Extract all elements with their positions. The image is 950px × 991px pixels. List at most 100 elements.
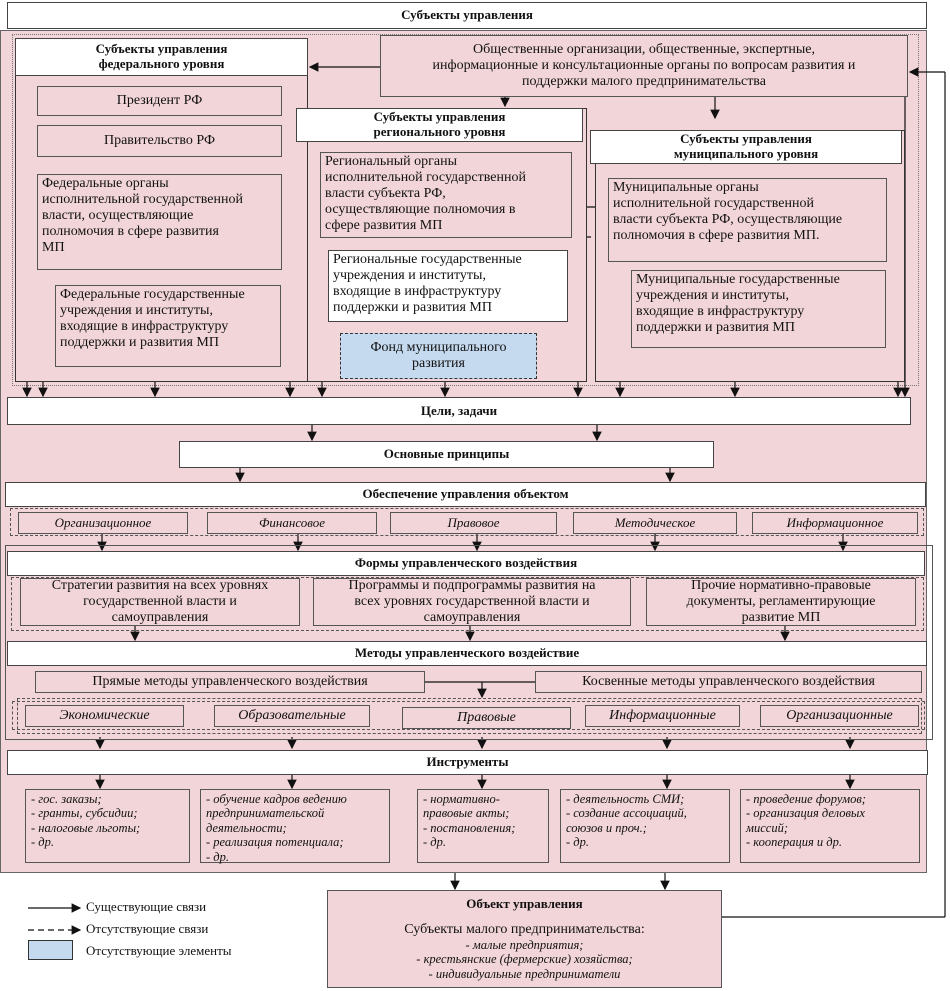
forms-methods-frame — [5, 545, 933, 740]
federal-organs-box: Федеральные органы исполнительной госуда… — [37, 174, 282, 270]
public-orgs-line: поддержки малого предпринимательства — [522, 74, 766, 90]
tool-item: - постановления; — [423, 820, 516, 835]
federal-title-line: федерального уровня — [98, 56, 225, 71]
legend-missing-swatch — [28, 940, 73, 960]
municipal-title-line: муниципального уровня — [673, 146, 819, 161]
municipal-institutions-line: Муниципальные государственные — [636, 272, 840, 287]
municipal-organs-box: Муниципальные органы исполнительной госу… — [608, 178, 887, 262]
support-item-organizational: Организационное — [18, 512, 188, 534]
tool-item: - др. — [566, 835, 589, 850]
municipal-institutions-box: Муниципальные государственные учреждения… — [631, 270, 886, 348]
tools-list-educational: - обучение кадров ведению предпринимател… — [200, 789, 390, 864]
methods-dashed-frame — [17, 698, 922, 734]
tool-item: - др. — [206, 849, 229, 864]
method-organizational: Организационные — [760, 705, 919, 727]
federal-organs-line: полномочия в сфере развития — [42, 224, 219, 240]
support-item-methodical: Методическое — [573, 512, 737, 534]
indirect-methods-box: Косвенные методы управленческого воздейс… — [535, 671, 922, 693]
support-item-informational: Информационное — [752, 512, 918, 534]
federal-organs-line: исполнительной государственной — [42, 192, 243, 208]
regional-organs-line: сфере развития МП — [325, 218, 443, 234]
form-documents-box: Прочие нормативно-правовые документы, ре… — [646, 578, 916, 626]
tools-list-legal: - нормативно- правовые акты; - постановл… — [417, 789, 549, 863]
municipal-title-line: Субъекты управления — [680, 131, 812, 147]
municipal-institutions-line: учреждения и институты, — [636, 288, 789, 304]
tool-item: союзов и проч.; — [566, 820, 647, 835]
legend-missing-elements: Отсутствующие элементы — [86, 943, 232, 958]
regional-institutions-line: учреждения и институты, — [333, 268, 486, 284]
public-orgs-box: Общественные организации, общественные, … — [380, 35, 908, 97]
municipal-organs-line: полномочия в сфере развития МП. — [613, 228, 820, 244]
public-orgs-line: Общественные организации, общественные, … — [473, 41, 815, 57]
tool-item: - проведение форумов; — [746, 792, 866, 806]
tool-item: - кооперация и др. — [746, 835, 842, 850]
subjects-title: Субъекты управления — [7, 2, 927, 29]
form-programs-line: всех уровнях государственной власти и — [354, 593, 590, 609]
forms-title: Формы управленческого воздействия — [7, 551, 925, 576]
form-strategies-line: государственной власти и — [83, 593, 237, 609]
tool-item: - гос. заказы; — [31, 792, 102, 806]
municipal-fund-box: Фонд муниципального развития — [340, 333, 537, 379]
object-item: - крестьянские (фермерские) хозяйства; — [416, 952, 633, 967]
regional-institutions-line: Региональные государственные — [333, 252, 522, 267]
municipal-organs-line: исполнительной государственной — [613, 196, 814, 212]
tool-item: - гранты, субсидии; — [31, 806, 138, 821]
tool-item: - организация деловых — [746, 806, 865, 821]
president-box: Президент РФ — [37, 86, 282, 116]
tool-item: - создание ассоциаций, — [566, 806, 687, 821]
subjects-dotted-frame — [12, 34, 919, 386]
form-documents-line: документы, регламентирующие — [686, 593, 876, 609]
legend-missing-links: Отсутствующие связи — [86, 921, 209, 936]
form-programs-line: Программы и подпрограммы развития на — [348, 577, 596, 593]
federal-organs-line: власти, осуществляющие — [42, 208, 194, 224]
federal-title-line: Субъекты управления — [95, 41, 228, 57]
tool-item: - реализация потенциала; — [206, 835, 344, 850]
tool-item: правовые акты; — [423, 806, 510, 821]
fund-line: Фонд муниципального — [370, 339, 507, 355]
form-programs-line: самоуправления — [423, 610, 521, 626]
tools-list-organizational: - проведение форумов; - организация дело… — [740, 789, 920, 863]
principles-box: Основные принципы — [179, 441, 714, 468]
tool-item: - др. — [31, 835, 54, 850]
form-strategies-box: Стратегии развития на всех уровнях госуд… — [20, 578, 300, 626]
support-title: Обеспечение управления объектом — [5, 482, 926, 507]
direct-methods-box: Прямые методы управленческого воздействи… — [35, 671, 425, 693]
tools-list-economic: - гос. заказы; - гранты, субсидии; - нал… — [25, 789, 190, 863]
support-item-legal: Правовое — [390, 512, 557, 534]
tool-item: - нормативно- — [423, 792, 500, 806]
goals-box: Цели, задачи — [7, 397, 911, 425]
method-informational: Информационные — [585, 705, 740, 727]
form-strategies-line: Стратегии развития на всех уровнях — [51, 577, 269, 593]
fund-line: развития — [412, 356, 465, 371]
regional-institutions-line: входящие в инфраструктуру — [333, 284, 502, 300]
regional-organs-line: осуществляющие полномочия в — [325, 202, 516, 218]
object-subtitle: Субъекты малого предпринимательства: — [404, 921, 645, 937]
tools-title: Инструменты — [7, 750, 928, 775]
form-documents-line: Прочие нормативно-правовые — [691, 577, 871, 593]
regional-organs-line: власти субъекта РФ, — [325, 186, 446, 202]
federal-institutions-line: поддержки и развития МП — [60, 335, 219, 351]
regional-title-line: Субъекты управления — [373, 109, 506, 125]
form-strategies-line: самоуправления — [111, 610, 209, 626]
object-title: Объект управления — [466, 896, 583, 911]
regional-title-line: регионального уровня — [373, 124, 506, 139]
municipal-institutions-line: входящие в инфраструктуру — [636, 304, 805, 320]
regional-organs-box: Региональный органы исполнительной госуд… — [320, 152, 572, 238]
tool-item: - др. — [423, 835, 446, 850]
federal-institutions-line: Федеральные государственные — [60, 287, 245, 302]
forms-dashed-frame — [11, 577, 924, 631]
support-dashed-frame — [10, 508, 924, 536]
regional-institutions-line: поддержки и развития МП — [333, 300, 492, 316]
legend-existing: Существующие связи — [86, 899, 207, 914]
form-programs-box: Программы и подпрограммы развития на все… — [313, 578, 631, 626]
municipal-organs-line: власти субъекта РФ, осуществляющие — [613, 212, 843, 228]
municipal-institutions-line: поддержки и развития МП — [636, 320, 795, 336]
federal-institutions-line: входящие в инфраструктуру — [60, 319, 229, 335]
regional-organs-line: Региональный органы — [325, 154, 457, 169]
tool-item: - налоговые льготы; — [31, 820, 141, 835]
tool-item: предпринимательской — [206, 806, 325, 821]
tool-item: миссий; — [746, 820, 788, 835]
federal-organs-line: Федеральные органы — [42, 176, 169, 191]
municipal-organs-line: Муниципальные органы — [613, 180, 759, 195]
methods-dashed-inner — [12, 701, 925, 730]
